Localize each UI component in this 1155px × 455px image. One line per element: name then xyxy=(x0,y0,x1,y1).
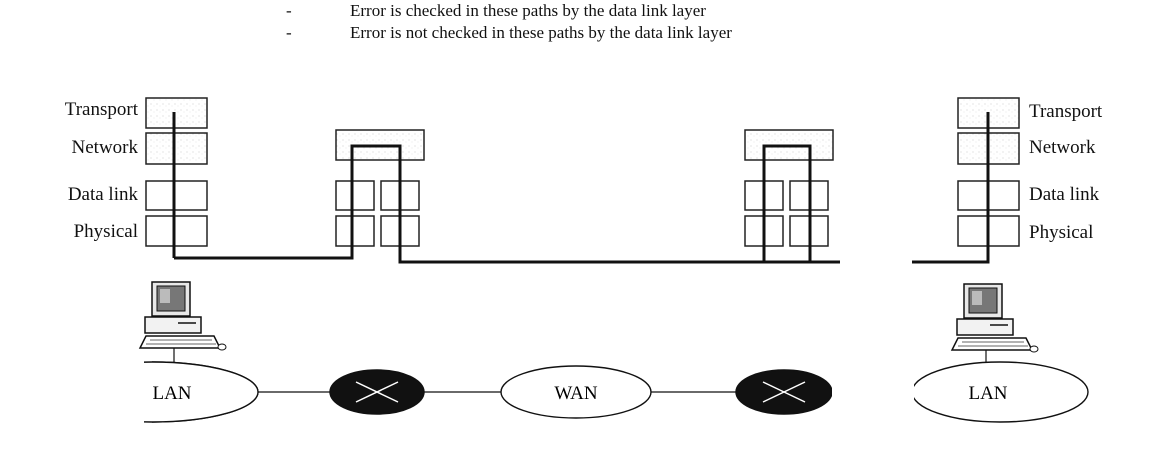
legend-text: Error is checked in these paths by the d… xyxy=(350,1,706,20)
left-computer-icon xyxy=(138,281,227,368)
legend-marker: - xyxy=(286,1,292,20)
left-network-label: Network xyxy=(71,137,138,158)
router2-icon xyxy=(735,360,912,426)
router1-datalink-in xyxy=(335,180,375,211)
left-transport-label: Transport xyxy=(64,99,138,120)
right-lan-ellipse: LAN xyxy=(900,360,1089,426)
left-datalink-label: Data link xyxy=(67,184,138,205)
legend-text: Error is not checked in these paths by t… xyxy=(350,23,732,42)
left-lan-label: LAN xyxy=(152,383,191,404)
right-host-stack xyxy=(912,97,1020,264)
right-datalink-label: Data link xyxy=(1029,184,1100,205)
left-lan-ellipse: LAN xyxy=(40,360,259,426)
left-network-box xyxy=(145,132,208,165)
right-host-path xyxy=(912,112,990,264)
router2-stack xyxy=(744,129,838,264)
router1-physical-in xyxy=(335,215,375,247)
left-datalink-box xyxy=(145,180,208,211)
legend: - Error is checked in these paths by the… xyxy=(286,0,732,44)
router1-stack xyxy=(174,129,840,264)
left-physical-box xyxy=(145,215,208,247)
right-physical-label: Physical xyxy=(1029,222,1094,243)
router2-path xyxy=(762,144,838,264)
right-network-label: Network xyxy=(1029,137,1096,158)
right-computer-icon xyxy=(950,283,1039,370)
left-transport-box xyxy=(145,97,208,129)
right-lan-label: LAN xyxy=(968,383,1007,404)
legend-row-checked: - Error is checked in these paths by the… xyxy=(286,0,732,22)
legend-row-unchecked: - Error is not checked in these paths by… xyxy=(286,22,732,44)
wan-ellipse: WAN xyxy=(500,365,652,419)
left-host-stack xyxy=(145,97,208,258)
left-physical-label: Physical xyxy=(73,221,138,242)
wan-label: WAN xyxy=(554,383,598,404)
router1-icon xyxy=(329,369,425,415)
legend-marker: - xyxy=(286,23,292,42)
router1-path xyxy=(174,144,840,264)
right-transport-label: Transport xyxy=(1029,101,1103,122)
